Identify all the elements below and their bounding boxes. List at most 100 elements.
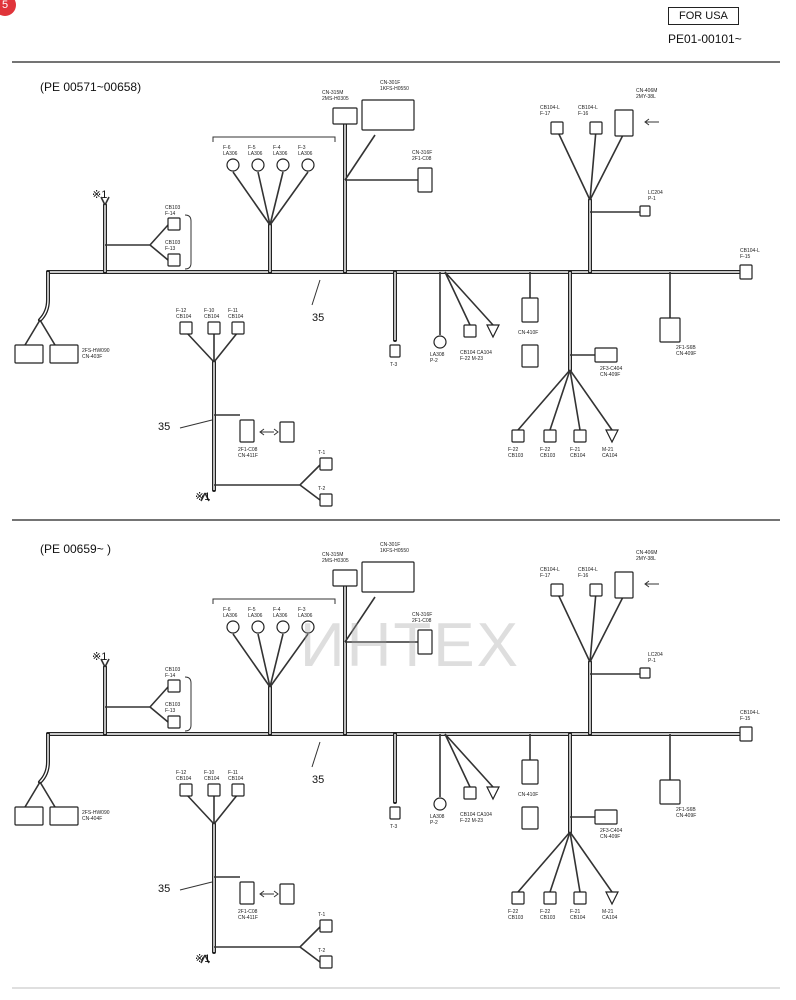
panel-1-drop-cb104: [444, 271, 494, 326]
panel-2-connector-t2-label: T-2: [318, 948, 326, 954]
panel-1-bottom-conn-2: [543, 429, 557, 443]
page-badge: 5: [0, 0, 16, 16]
panel-1-left-branch: [24, 319, 56, 346]
panel-2-light-3: [231, 783, 245, 797]
panel-2-connector-315: [332, 569, 358, 587]
panel-1-light-3: [231, 321, 245, 335]
panel-2-bottom-wire-4: [569, 831, 613, 893]
panel-1-fuse-bracket: [184, 214, 192, 270]
panel-1-fuse-branch: [105, 224, 169, 261]
panel-1-lower-end: [200, 492, 210, 502]
panel-2-lamp-wire-1: [232, 633, 271, 688]
panel-1-arrow-406: [644, 118, 659, 126]
panel-2-connector-301: [361, 561, 415, 593]
panel-2-callout-branch-leader: [179, 881, 213, 891]
panel-2-connector-f15: [739, 726, 753, 742]
panel-2-callout-branch: 35: [158, 883, 171, 895]
panel-1-connector-301: [361, 99, 415, 131]
panel-1-conn301-wire: [344, 134, 376, 181]
panel-2-connector-t3: [389, 806, 401, 820]
panel-1-lamp-2: [251, 158, 265, 172]
panel-1-connector-f15: [739, 264, 753, 280]
panel-2-connector-t1-label: T-1: [318, 912, 326, 918]
panel-2-riser-end: [100, 658, 110, 668]
panel-1-connector-411: [239, 419, 255, 443]
panel-2-callout-main: 35: [312, 774, 325, 786]
panel-2-fuse-top-a: [167, 679, 181, 693]
panel-2-lower-end: [200, 954, 210, 964]
panel-1-callout-branch-leader: [179, 419, 213, 429]
panel-1-lamp-bracket: [212, 136, 336, 142]
panel-2-asterisk-top: ※1: [92, 651, 108, 663]
panel-1-lamp-3: [276, 158, 290, 172]
panel-2-light-fan: [185, 793, 239, 825]
panel-2-drop-cb104: [444, 733, 494, 788]
panel-1-connector-403-a: [14, 344, 44, 364]
panel-2-lamp-2: [251, 620, 265, 634]
panel-1-connector-316: [417, 167, 433, 193]
serial-range: PE01-00101~: [668, 32, 742, 46]
panel-1-bottom-wire-2: [549, 369, 571, 431]
panel-2-lamp-wire-2: [257, 633, 271, 688]
panel-1-bottom-conn-4: [605, 429, 619, 444]
watermark-text: ИНТЕХ: [300, 611, 520, 680]
panel-2-connector-411-mate: [279, 883, 295, 905]
panel-1-connector-315: [332, 107, 358, 125]
panel-2-lamp-bracket: [212, 598, 336, 604]
panel-2-bottom-conn-2: [543, 891, 557, 905]
panel-1-asterisk-bottom: ※1: [195, 491, 211, 503]
panel-1-t-branch: [214, 464, 321, 501]
panel-1-callout-branch: 35: [158, 421, 171, 433]
panel-1-connector-t1-label: T-1: [318, 450, 326, 456]
panel-1-connector-410-b: [521, 344, 539, 368]
panel-2-fuse-bracket: [184, 676, 192, 732]
panel-2-t-branch: [214, 926, 321, 963]
panel-1-lamp-4: [301, 158, 315, 172]
panel-2-bottom-conn-3: [573, 891, 587, 905]
panel-2-connector-411: [239, 881, 255, 905]
panel-1-connector-la308: [433, 335, 447, 349]
panel-2-connector-t2: [319, 955, 333, 969]
panel-1-connector-lc204: [639, 205, 651, 217]
panel-2-right-fan: [556, 591, 624, 663]
panel-2-connector-403-a: [14, 806, 44, 826]
panel-1-fuse-top-a: [167, 217, 181, 231]
panel-1-connector-t3-label: T-3: [390, 362, 398, 368]
panel-2-connector-cb104-b: [589, 583, 603, 597]
panel-2-connector-la308: [433, 797, 447, 811]
panel-2-lamp-wire-4: [269, 633, 309, 688]
panel-1-connector-403-b: [49, 344, 79, 364]
panel-1-left-trunk-core: [39, 272, 49, 321]
panel-1-lamp-wire-2: [257, 171, 271, 226]
